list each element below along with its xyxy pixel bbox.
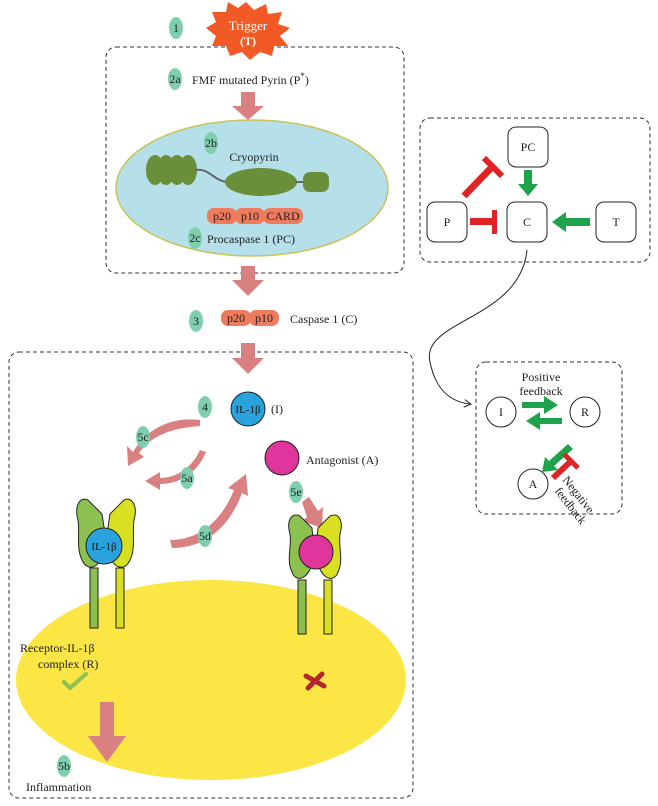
inhibit-a-to-r bbox=[550, 452, 580, 481]
arrow-5a bbox=[145, 450, 206, 490]
step-badge-1 bbox=[169, 17, 183, 39]
il1b-suffix: (I) bbox=[271, 402, 283, 416]
membrane-oval bbox=[16, 580, 406, 780]
node-c-label: C bbox=[523, 215, 531, 229]
pyrin-label: FMF mutated Pyrin (P*) bbox=[192, 71, 309, 87]
node-r-label: R bbox=[581, 405, 589, 419]
arrow-caspase-to-il1b bbox=[232, 343, 264, 374]
cryopyrin-label: Cryopyrin bbox=[229, 150, 278, 164]
lower-dashed-box bbox=[8, 351, 414, 799]
inflammation-label: Inflammation bbox=[26, 780, 91, 794]
step-badge-5e bbox=[289, 481, 303, 503]
caspase-molecule: p20 p10 bbox=[221, 310, 279, 326]
receptor-complex-left: IL-1β bbox=[76, 498, 136, 629]
step-label-4: 4 bbox=[202, 400, 208, 414]
step-label-5d: 5d bbox=[199, 529, 211, 543]
step-label-2b: 2b bbox=[205, 136, 217, 150]
procaspase-molecule: p20 p10 CARD bbox=[207, 208, 303, 224]
node-a bbox=[517, 468, 549, 500]
caspase-label: Caspase 1 (C) bbox=[290, 312, 357, 326]
antagonist-label: Antagonist (A) bbox=[306, 453, 378, 467]
check-icon bbox=[62, 672, 88, 690]
arrow-i-to-r bbox=[522, 396, 558, 414]
node-t-label: T bbox=[612, 215, 620, 229]
arrow-pc-to-c bbox=[518, 170, 538, 196]
procaspase-p20: p20 bbox=[213, 209, 231, 223]
arrow-r-to-i bbox=[526, 412, 562, 430]
arrow-t-to-c bbox=[552, 212, 590, 232]
arrow-pyrin-to-cell bbox=[232, 92, 264, 120]
receptor-label-line1: Receptor-IL-1β bbox=[20, 641, 95, 655]
inhibit-p-to-pc bbox=[461, 155, 505, 199]
node-a-label: A bbox=[529, 477, 538, 491]
trigger-label: Trigger bbox=[229, 18, 268, 33]
node-p-label: P bbox=[444, 215, 451, 229]
step-badge-2a bbox=[168, 68, 182, 90]
caspase-p10: p10 bbox=[255, 311, 273, 325]
node-p bbox=[426, 201, 468, 243]
step-badge-4 bbox=[198, 396, 212, 418]
il1b-label: IL-1β bbox=[235, 404, 261, 416]
cryopyrin-molecule bbox=[146, 155, 329, 196]
il1b-circle bbox=[230, 391, 266, 427]
il1b-bound-label: IL-1β bbox=[91, 541, 117, 553]
step-badge-2b bbox=[204, 132, 218, 154]
antagonist-circle bbox=[264, 440, 300, 476]
node-i-label: I bbox=[499, 405, 503, 419]
step-badge-5c bbox=[136, 426, 150, 448]
procaspase-label: Procaspase 1 (PC) bbox=[207, 232, 295, 246]
antagonist-bound-circle bbox=[298, 534, 334, 570]
node-pc bbox=[507, 126, 549, 168]
node-r bbox=[569, 396, 601, 428]
procaspase-card: CARD bbox=[266, 209, 300, 223]
receptor-label-line2: complex (R) bbox=[38, 657, 98, 671]
feedback-dashed-box bbox=[475, 361, 623, 515]
step-label-5a: 5a bbox=[181, 471, 193, 485]
step-badge-5d bbox=[198, 525, 212, 547]
receptor-complex-right bbox=[288, 514, 342, 635]
arrow-inflammation bbox=[88, 702, 126, 762]
node-c bbox=[506, 201, 548, 243]
node-pc-label: PC bbox=[521, 140, 536, 154]
procaspase-p10: p10 bbox=[241, 209, 259, 223]
step-label-5b: 5b bbox=[58, 759, 70, 773]
arrow-5e bbox=[302, 497, 323, 528]
arrow-r-to-a bbox=[542, 444, 573, 472]
step-badge-5a bbox=[180, 467, 194, 489]
trigger-starburst bbox=[206, 2, 290, 60]
cross-icon bbox=[303, 671, 327, 691]
connector-network-to-feedback bbox=[428, 249, 528, 404]
il1b-bound-circle bbox=[85, 527, 123, 565]
step-label-2a: 2a bbox=[169, 72, 181, 86]
step-label-1: 1 bbox=[173, 21, 179, 35]
arrow-cell-to-caspase bbox=[232, 266, 264, 296]
positive-feedback-line1: Positive bbox=[522, 370, 561, 384]
step-badge-2c bbox=[188, 227, 202, 249]
step-label-5e: 5e bbox=[290, 485, 301, 499]
positive-feedback-line2: feedback bbox=[519, 384, 562, 398]
negative-feedback-label: Negative feedback bbox=[552, 473, 597, 527]
node-i bbox=[485, 396, 517, 428]
trigger-symbol: (T) bbox=[240, 34, 256, 48]
step-label-2c: 2c bbox=[189, 231, 200, 245]
caspase-p20: p20 bbox=[227, 311, 245, 325]
step-label-3: 3 bbox=[193, 314, 199, 328]
node-t bbox=[595, 201, 637, 243]
step-label-5c: 5c bbox=[137, 430, 148, 444]
step-badge-3 bbox=[189, 310, 203, 332]
network-dashed-box bbox=[419, 117, 651, 263]
inhibit-p-to-c bbox=[470, 210, 497, 234]
step-badge-5b bbox=[57, 755, 71, 777]
